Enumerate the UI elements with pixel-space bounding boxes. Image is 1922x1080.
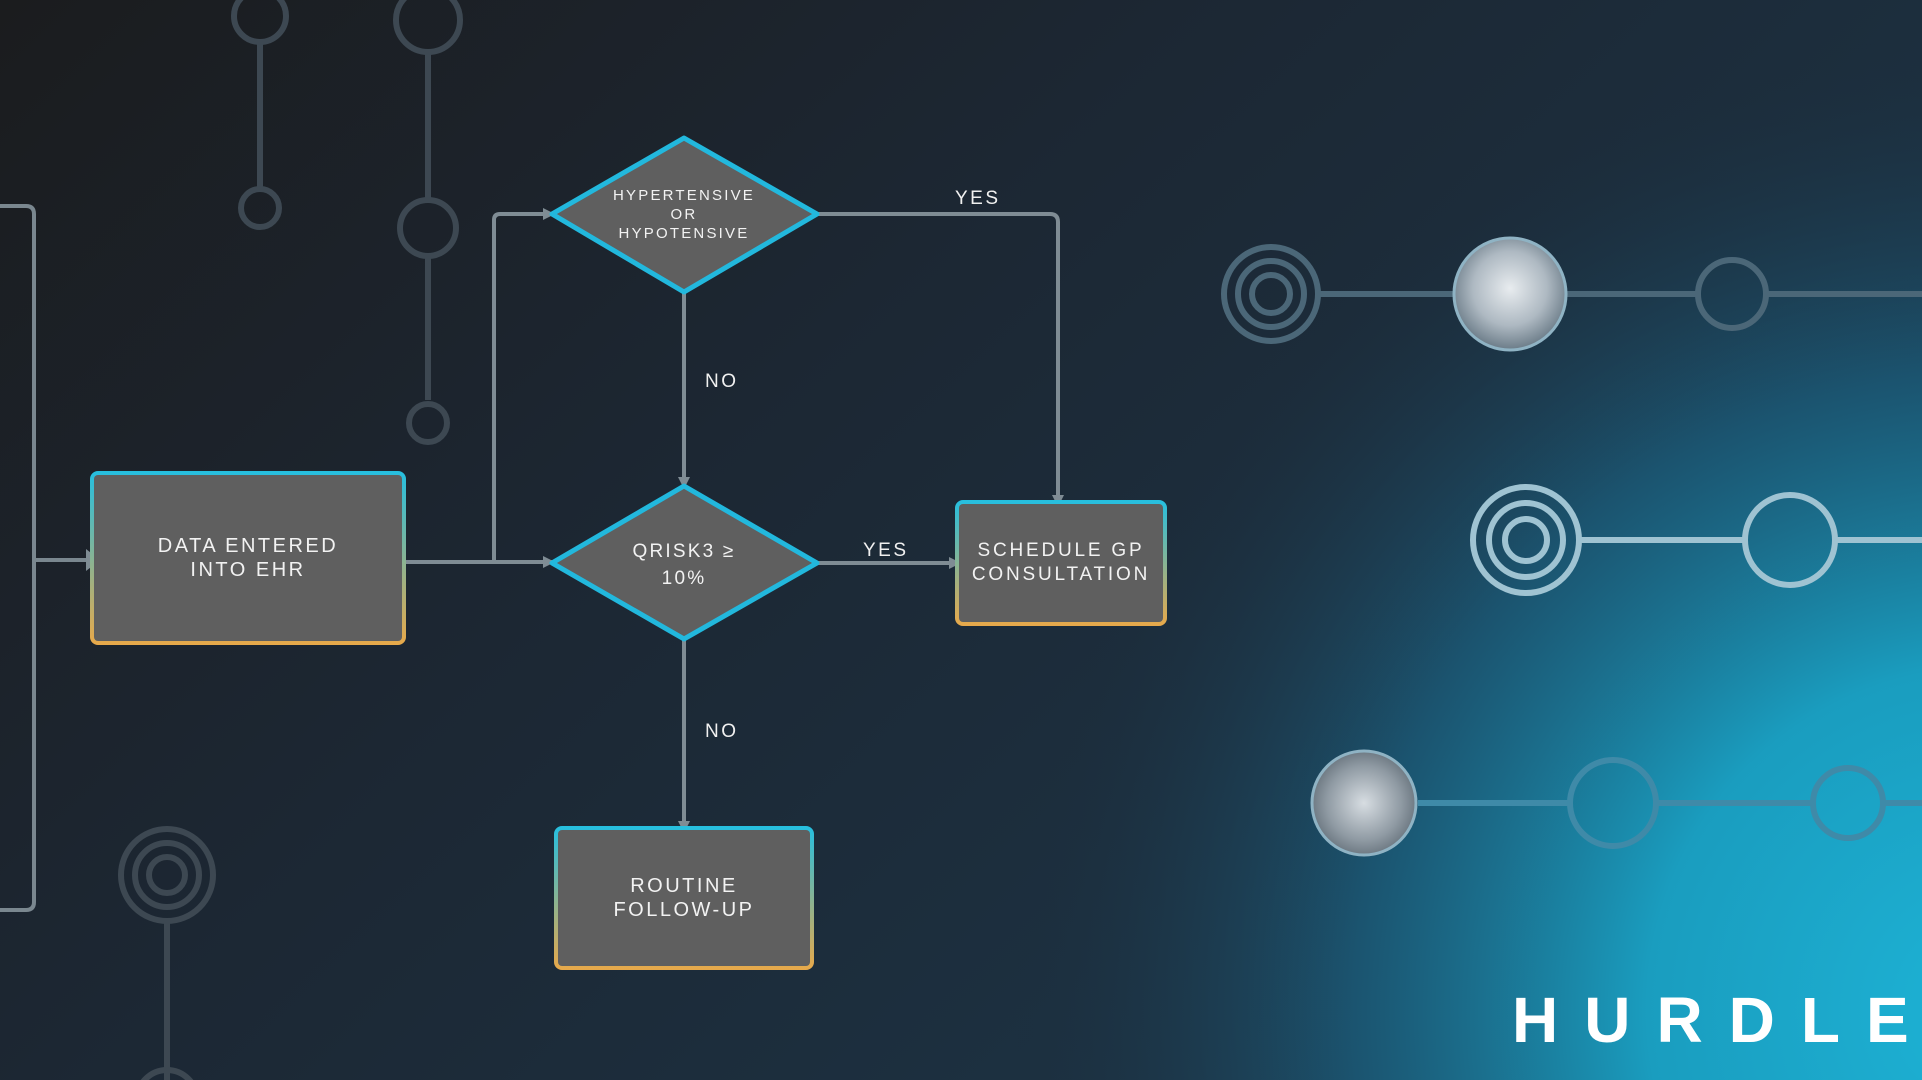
decision-qrisk-label: QRISK3 ≥ 10% bbox=[632, 541, 736, 589]
photo-avatar-bp-monitor bbox=[1310, 749, 1418, 857]
node-schedule-gp-label: SCHEDULE GP CONSULTATION bbox=[971, 540, 1151, 585]
decor-timeline-bottom-left bbox=[118, 826, 216, 1080]
decor-timeline-right-3 bbox=[1418, 757, 1922, 849]
photo-avatar-doctor bbox=[1452, 236, 1568, 352]
input-bracket bbox=[0, 204, 86, 912]
node-routine-follow-up: ROUTINE FOLLOW-UP bbox=[554, 826, 814, 970]
decision-qrisk bbox=[549, 483, 820, 642]
decision-hyper-hypo bbox=[549, 135, 820, 295]
decision-hyper-hypo-label: HYPERTENSIVE OR HYPOTENSIVE bbox=[613, 187, 755, 242]
edge-label-qrisk-no: NO bbox=[705, 721, 739, 742]
edge-label-hyper-yes: YES bbox=[955, 188, 1001, 209]
decor-timeline-top-left bbox=[231, 0, 463, 445]
edge-data-to-hyper bbox=[406, 208, 555, 564]
decor-timeline-right-1 bbox=[1221, 244, 1922, 344]
node-data-entered-label: DATA ENTERED INTO EHR bbox=[157, 535, 339, 581]
edge-label-qrisk-yes: YES bbox=[863, 540, 909, 561]
input-bracket-arrowhead bbox=[86, 549, 100, 571]
node-routine-follow-up-label: ROUTINE FOLLOW-UP bbox=[613, 875, 755, 921]
node-data-entered: DATA ENTERED INTO EHR bbox=[90, 471, 406, 645]
node-schedule-gp: SCHEDULE GP CONSULTATION bbox=[955, 500, 1167, 626]
edge-hyper-yes bbox=[817, 212, 1064, 507]
hurdle-logo: HURDLE bbox=[1512, 984, 1922, 1056]
decor-timeline-right-2 bbox=[1470, 484, 1922, 596]
flow-connectors bbox=[406, 208, 1064, 833]
edge-label-hyper-no: NO bbox=[705, 371, 739, 392]
